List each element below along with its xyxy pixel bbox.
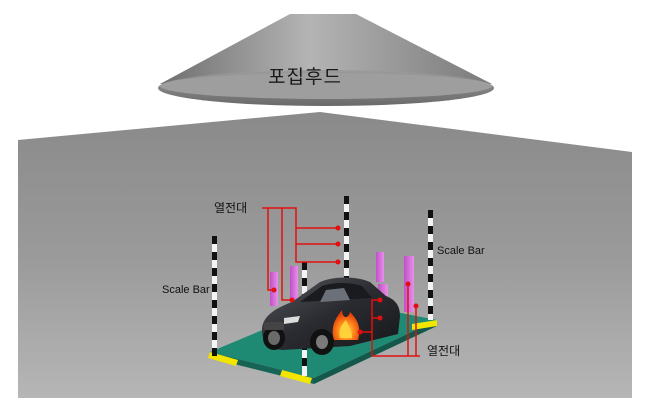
thermocouple-leader-markers: [357, 281, 419, 335]
fire: [332, 310, 360, 340]
scale-bar-label-left: Scale Bar: [162, 284, 210, 296]
thermocouple-leader-bottom: [360, 284, 420, 357]
scale-bar-left-pole: [212, 236, 217, 356]
platform-marker: [280, 370, 312, 384]
platform-marker: [412, 320, 437, 330]
scale-bar-right-pole: [428, 210, 433, 320]
thermocouple-leader-markers: [271, 225, 341, 303]
hood-label: 포집후드: [268, 67, 342, 88]
scale-bar-label-right: Scale Bar: [437, 245, 485, 257]
collection-hood: [158, 14, 494, 106]
floor-plane: [18, 112, 632, 398]
thermocouple-label-bottom: 열전대: [427, 344, 461, 358]
thermocouple-label-top: 열전대: [214, 201, 248, 215]
